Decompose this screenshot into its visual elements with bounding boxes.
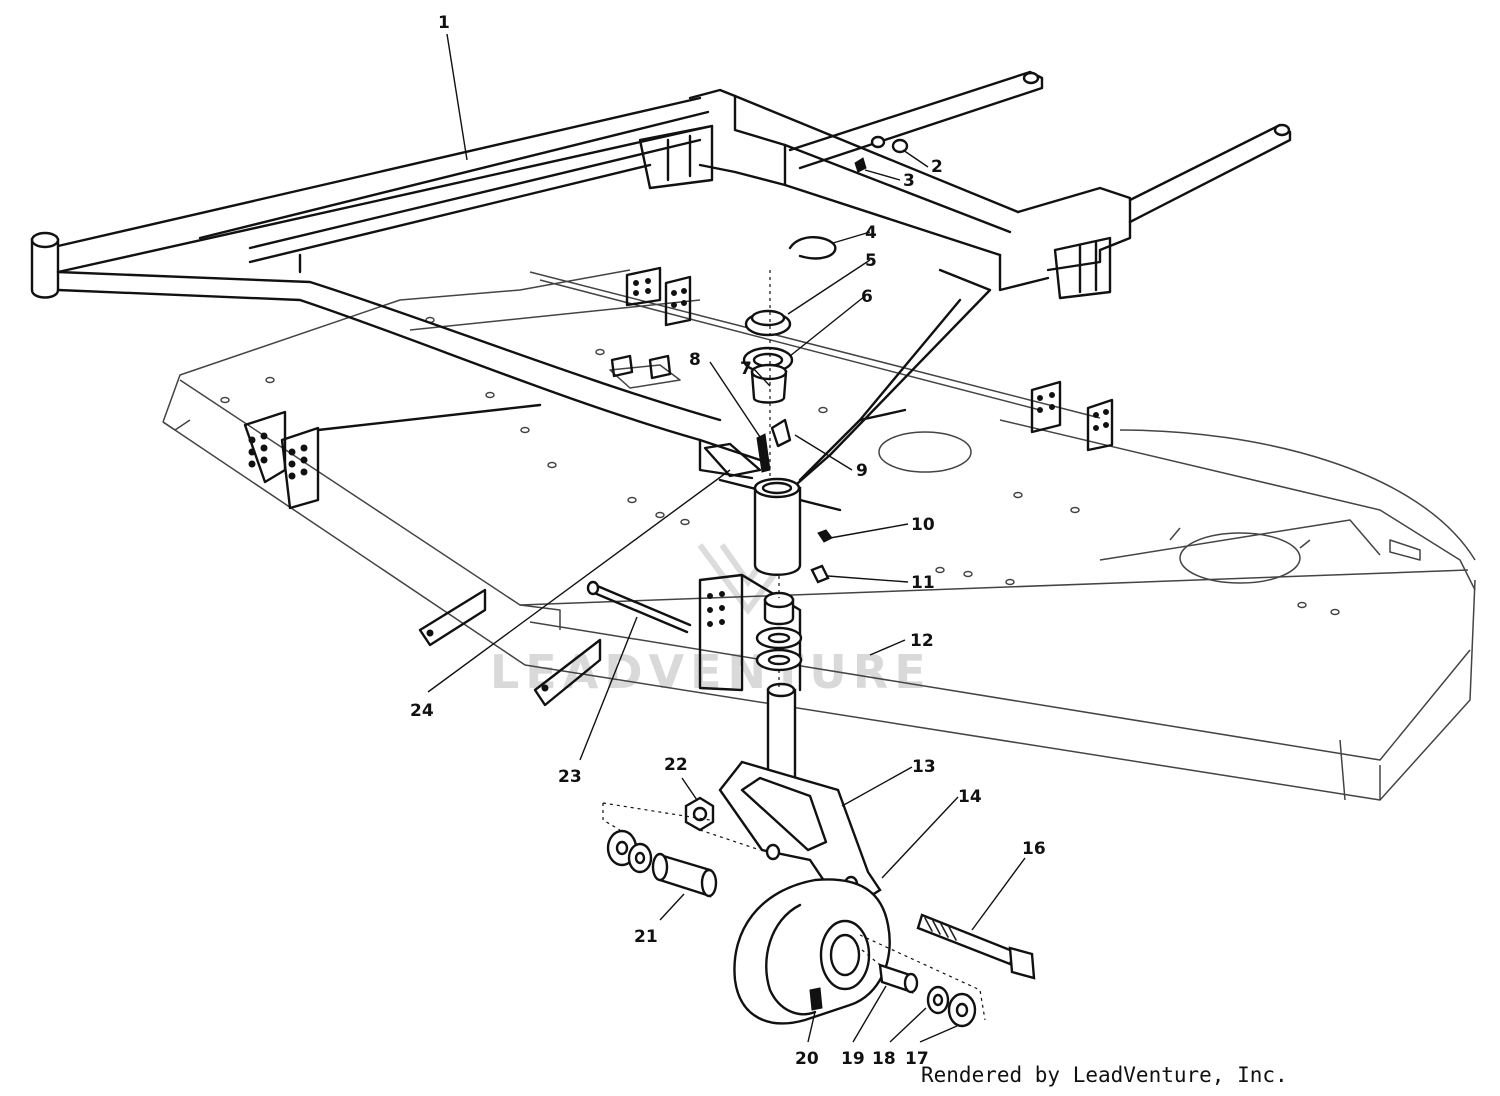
- callout-11: 11: [911, 573, 935, 593]
- callout-13: 13: [912, 757, 936, 777]
- callout-9: 9: [856, 461, 868, 481]
- callout-12: 12: [910, 631, 934, 651]
- deck-brackets: [243, 266, 1114, 707]
- watermark-text: LEADVENTURE: [490, 645, 932, 699]
- callout-24: 24: [410, 701, 434, 721]
- caster-assembly: [606, 682, 1036, 1028]
- hitch-frame: [30, 70, 1292, 512]
- callout-1: 1: [438, 13, 450, 33]
- callout-8: 8: [689, 350, 701, 370]
- callout-5: 5: [865, 251, 877, 271]
- mower-deck: [162, 269, 1476, 801]
- callout-4: 4: [865, 223, 877, 243]
- callout-23: 23: [558, 767, 582, 787]
- callout-22: 22: [664, 755, 688, 775]
- hardware-parts: [586, 135, 909, 672]
- callout-21: 21: [634, 927, 658, 947]
- callout-10: 10: [911, 515, 935, 535]
- callout-19: 19: [841, 1049, 865, 1069]
- callout-7: 7: [740, 359, 752, 379]
- callout-18: 18: [872, 1049, 896, 1069]
- callout-16: 16: [1022, 839, 1046, 859]
- callout-2: 2: [931, 157, 943, 177]
- callout-labels: 1 2 3 4 5 6 7 8 9 10 11 12 13 14 16 17 1…: [410, 13, 1046, 1069]
- callout-14: 14: [958, 787, 982, 807]
- callout-17: 17: [905, 1049, 929, 1069]
- assembly-lines: [602, 270, 986, 1021]
- credit-text: Rendered by LeadVenture, Inc.: [921, 1063, 1288, 1087]
- callout-20: 20: [795, 1049, 819, 1069]
- callout-6: 6: [861, 287, 873, 307]
- leader-lines: [427, 33, 1026, 1043]
- callout-3: 3: [903, 171, 915, 191]
